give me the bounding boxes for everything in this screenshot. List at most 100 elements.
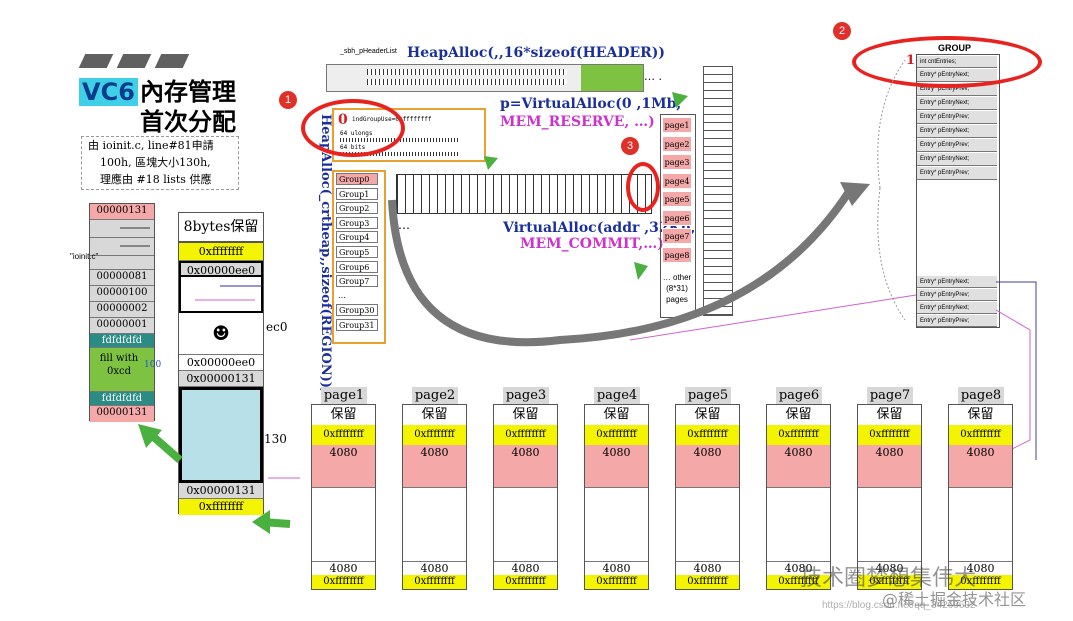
page-column-item: page8 (662, 246, 692, 263)
mb-size-bottom: 0x00000131 (179, 483, 263, 499)
page-bottom-ff: 0xffffffff (312, 575, 375, 589)
page-bottom-ff: 0xffffffff (949, 575, 1012, 589)
page-size: 4080 (312, 445, 375, 462)
page-size: 4080 (403, 445, 466, 462)
badge-3: 3 (621, 137, 639, 155)
note-line2: 100h, 區塊大小130h, (100, 156, 211, 169)
lb-cell-6: 00000002 (90, 302, 154, 318)
watermark-main: 技术圈梦想集伟大 (800, 566, 977, 591)
badge-1: 1 (279, 91, 297, 109)
page-reserve: 保留 (676, 405, 739, 426)
group-entry: Entry* pEntryPrev; (917, 139, 997, 152)
lb-cell-5: 00000100 (90, 286, 154, 302)
page-ptr2 (858, 473, 921, 488)
group-entry-bottom: Entry* pEntryPrev; (917, 289, 997, 301)
page-column-item: page3 (662, 154, 692, 170)
ring2-number: 1 (906, 53, 916, 68)
lb-cell-3 (90, 256, 154, 270)
ring-2 (852, 36, 1042, 88)
heap-dots1: … . (644, 70, 662, 83)
page-ff: 0xffffffff (312, 425, 375, 446)
badge-2: 2 (833, 22, 851, 40)
note-box: 由 ioinit.c, line#81申請 100h, 區塊大小130h, 理應… (81, 136, 239, 190)
page-reserve: 保留 (403, 405, 466, 426)
mb-bottom-ff: 0xffffffff (179, 499, 263, 515)
page-ptr2 (403, 473, 466, 488)
page-ff: 0xffffffff (585, 425, 648, 446)
note-line3: 理應由 #18 lists 供應 (100, 173, 212, 186)
page-column-other: … other (8*31) pages (662, 273, 692, 304)
group-list-item: Group1 (336, 187, 378, 200)
page-reserve: 保留 (312, 405, 375, 426)
group-entry: Entry* pEntryPrev; (917, 167, 997, 180)
group-list-item: Group7 (336, 275, 378, 288)
group-list-item: Group2 (336, 202, 378, 215)
group-list-item: Group6 (336, 260, 378, 273)
group-entry-bottom: Entry* pEntryNext; (917, 276, 997, 288)
lb-cell-11: 00000131 (90, 406, 154, 422)
mem-ec0-label: ec0 (266, 320, 288, 334)
left-block: 00000131 00000081 00000100 00000002 0000… (89, 203, 155, 422)
page-reserve: 保留 (858, 405, 921, 426)
group-entry: Entry* pEntryNext; (917, 97, 997, 110)
page-tab-label: page5 (685, 387, 731, 404)
page-ff: 0xffffffff (858, 425, 921, 446)
page-bottom-ff: 0xffffffff (403, 575, 466, 589)
heap-dots2: … (398, 218, 410, 232)
group-list-item: Group5 (336, 246, 378, 258)
left-file-label: "ioinit.c" (70, 252, 99, 261)
page-tab-label: page4 (594, 387, 640, 404)
mem-block: 0xffffffff 0x00000ee0 ☻ 0x00000ee0 0x000… (178, 242, 264, 515)
group-list-item: Group0 (336, 173, 378, 185)
mb-addr2: 0x00000ee0 (179, 355, 263, 371)
page-ptr2 (767, 473, 830, 488)
ring-1 (301, 99, 405, 157)
page-ptr2 (949, 473, 1012, 488)
page-reserve: 保留 (494, 405, 557, 426)
page-column-item: page5 (662, 191, 692, 207)
page-size: 4080 (585, 445, 648, 462)
page-tab-label: page7 (867, 387, 913, 404)
page-size: 4080 (767, 445, 830, 462)
page-ff: 0xffffffff (767, 425, 830, 446)
mem-130-label: 130 (264, 432, 287, 446)
lb-cell-9: fill with 0xcd (90, 348, 154, 392)
page-size: 4080 (676, 445, 739, 462)
stick-figure-icon: ☻ (212, 321, 230, 345)
group-list-item: … (336, 289, 378, 302)
lb-cell-1 (90, 220, 154, 238)
heap-alloc1: HeapAlloc(,,16*sizeof(HEADER)) (407, 45, 666, 61)
page-tab-label: page3 (503, 387, 549, 404)
mb-ptr-cell (179, 277, 263, 313)
ring-3 (626, 162, 660, 212)
striped-column (703, 66, 733, 316)
page-tab-label: page1 (321, 387, 367, 404)
mb-size-top: 0x00000131 (179, 371, 263, 387)
group-entry-bottom: Entry* pEntryNext; (917, 302, 997, 314)
page-size: 4080 (494, 445, 557, 462)
page-column-item: page1 (662, 117, 692, 133)
page-column-item: page6 (662, 209, 692, 226)
group-entry: Entry* pEntryNext; (917, 125, 997, 138)
group-list-item: Group31 (336, 319, 378, 331)
group-entry-bottom: Entry* pEntryPrev; (917, 315, 997, 327)
title-line1: 內存管理 (140, 78, 236, 106)
page-size: 4080 (949, 445, 1012, 462)
page-ptr2 (494, 473, 557, 488)
heap-alloc4: VirtualAlloc(addr ,32Kb, (503, 220, 696, 236)
heap-alloc2b: MEM_RESERVE, …) (500, 114, 655, 130)
lb-cell-0: 00000131 (90, 204, 154, 220)
group-list-item: Group30 (336, 304, 378, 317)
header-array (326, 64, 644, 92)
page-ptr2 (585, 473, 648, 488)
group-list (332, 170, 386, 344)
title-vc6: VC6 (79, 78, 138, 106)
page-reserve: 保留 (767, 405, 830, 426)
watermark-url: https://blog.csdn.net/qq_34269632 (822, 600, 976, 611)
lb-cell-10: fdfdfdfd (90, 392, 154, 406)
